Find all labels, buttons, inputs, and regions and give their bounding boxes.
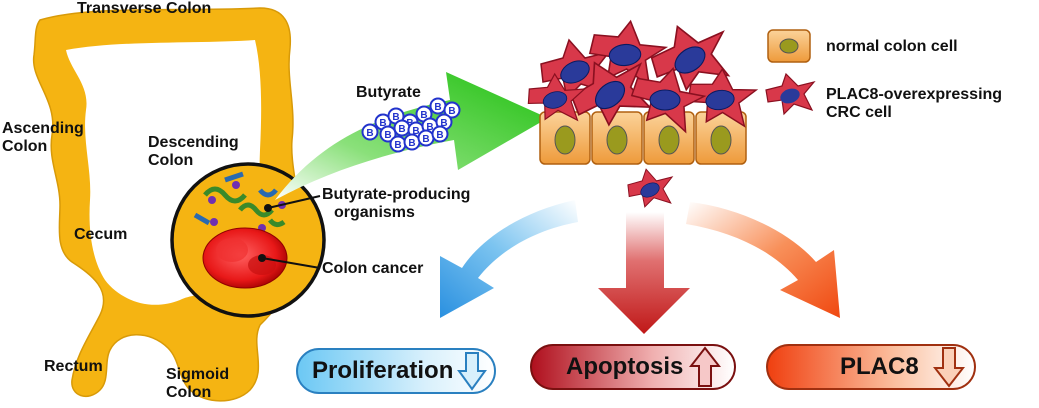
arrow-up-icon: [689, 346, 722, 387]
svg-text:B: B: [426, 122, 433, 133]
outcome-plac8-label: PLAC8: [840, 353, 919, 380]
tumor: [202, 227, 288, 289]
svg-text:B: B: [422, 134, 429, 145]
svg-text:B: B: [408, 138, 415, 149]
svg-text:B: B: [420, 110, 427, 121]
butyrate-molecule: B: [415, 105, 433, 123]
label-butyrate: Butyrate: [356, 84, 421, 101]
svg-text:B: B: [412, 126, 419, 137]
legend-normal-cell-label: normal colon cell: [826, 38, 958, 55]
crc-cell: [627, 168, 674, 208]
butyrate-molecule: B: [443, 101, 461, 119]
butyrate-molecule: B: [361, 123, 379, 141]
svg-text:B: B: [379, 118, 386, 129]
plac8-arrow: [686, 202, 840, 318]
normal-colon-cell: [695, 111, 747, 165]
crc-cell: [687, 67, 759, 128]
normal-cell-row: [539, 111, 747, 165]
apoptosis-arrow: [598, 212, 690, 334]
butyrate-molecule: B: [389, 135, 407, 153]
normal-colon-cell: [643, 111, 695, 165]
svg-text:B: B: [384, 130, 391, 141]
svg-text:B: B: [448, 106, 455, 117]
outcome-apoptosis-label: Apoptosis: [566, 353, 684, 380]
butyrate-molecule: B: [431, 125, 449, 143]
svg-text:B: B: [394, 140, 401, 151]
svg-text:B: B: [440, 118, 447, 129]
butyrate-molecule: B: [393, 119, 411, 137]
butyrate-molecule: B: [417, 129, 435, 147]
proliferation-arrow: [440, 200, 578, 318]
crc-cell: [588, 19, 669, 89]
svg-text:B: B: [392, 112, 399, 123]
svg-text:B: B: [434, 102, 441, 113]
outcome-plac8: PLAC8: [766, 344, 976, 390]
bacteria-cluster: [193, 171, 286, 232]
crc-cell: [630, 67, 707, 134]
outcome-apoptosis: Apoptosis: [530, 344, 736, 390]
svg-text:B: B: [406, 118, 413, 129]
outcome-proliferation: Proliferation: [296, 348, 496, 394]
butyrate-molecule: B: [379, 125, 397, 143]
normal-colon-cell: [591, 111, 643, 165]
crc-cell: [650, 24, 731, 92]
butyrate-molecule: B: [403, 133, 421, 151]
crc-cell: [527, 72, 587, 122]
label-transverse-colon: Transverse Colon: [77, 0, 212, 17]
arrow-down-icon: [932, 347, 965, 388]
label-rectum: Rectum: [44, 358, 103, 375]
svg-text:B: B: [436, 130, 443, 141]
label-colon-cancer: Colon cancer: [322, 260, 424, 277]
butyrate-molecule: B: [429, 97, 447, 115]
svg-text:B: B: [366, 128, 373, 139]
label-cecum: Cecum: [74, 226, 128, 243]
pointer-line: [267, 195, 321, 209]
tumor-lobe: [216, 238, 248, 262]
legend-normal-nucleus: [779, 38, 799, 54]
legend-crc-cell-swatch: [765, 72, 816, 116]
pointer-line: [261, 257, 321, 269]
normal-colon-cell: [539, 111, 591, 165]
outcome-proliferation-label: Proliferation: [312, 357, 454, 384]
crc-cell-cluster: [527, 19, 759, 208]
svg-text:B: B: [398, 124, 405, 135]
arrow-down-icon: [457, 352, 488, 391]
